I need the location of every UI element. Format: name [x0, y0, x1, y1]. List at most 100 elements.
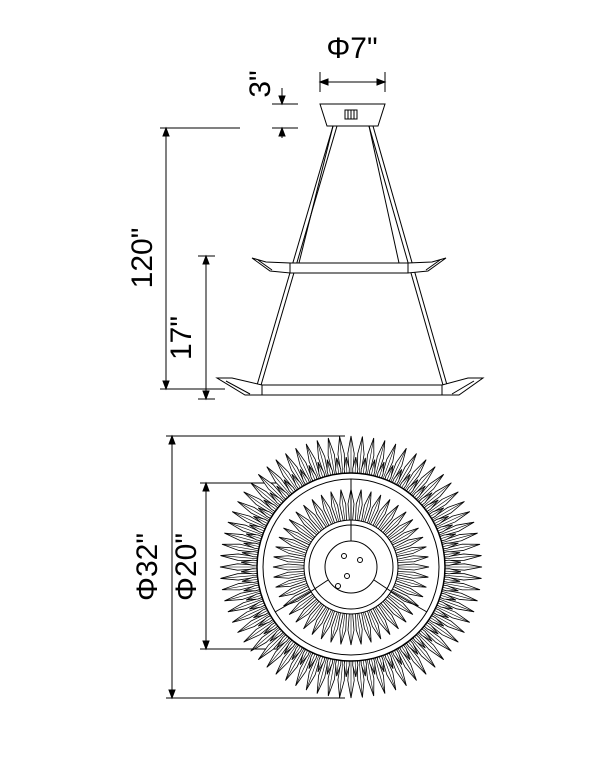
crystal-facet-line [358, 436, 363, 476]
crystal-facet-line [362, 610, 372, 643]
crystal-facet-line [237, 501, 272, 522]
crystal-facet-line [327, 437, 336, 477]
upper-ring-side [251, 125, 447, 274]
crystal-facet-line [275, 459, 299, 492]
crystal-facet-line [330, 491, 340, 524]
crystal-facet-line [382, 598, 407, 623]
crystal-facet-line [273, 556, 307, 562]
crystal-facet-line [434, 605, 470, 623]
crystal-facet-line [362, 491, 372, 524]
crystal-facet-line [305, 653, 320, 691]
crystal-facet-line [442, 574, 482, 579]
crystal-facet-line [320, 608, 335, 640]
crystal-facet-line [409, 637, 436, 668]
crystal-facet-line [403, 642, 427, 675]
crystal-facet-line [288, 519, 316, 540]
crystal-facet-line [220, 555, 260, 560]
crystal-facet-line [295, 511, 320, 536]
crystal-facet-line [366, 657, 375, 697]
crystal-facet-line [382, 443, 397, 481]
crystal-facet-line [221, 543, 261, 552]
crystal-facet-line [330, 610, 340, 643]
crystal-facet-line [441, 543, 481, 552]
crystal-facet-line [415, 631, 444, 660]
crystal-facet-line [403, 459, 427, 492]
canopy [319, 103, 386, 127]
crystal-facet-line [316, 655, 328, 694]
outer-diameter-label: Φ32" [131, 533, 164, 601]
crystal-facet-line [367, 608, 382, 640]
crystal-facet-line [288, 594, 316, 615]
canopy-diameter-dimension [318, 72, 387, 92]
crystal-facet-line [426, 491, 459, 515]
crystal-facet-line [250, 482, 281, 509]
crystal-facet-line [358, 658, 363, 698]
crystal-facet-line [243, 619, 276, 643]
support-arms [274, 479, 428, 613]
crystal-facet-line [421, 625, 452, 652]
crystal-facet-line [437, 598, 475, 613]
crystal-facet-line [389, 448, 407, 484]
crystal-facet-line [311, 605, 329, 635]
crystal-facet-line [295, 598, 320, 623]
crystal-facet-line [439, 532, 478, 544]
center-hub [309, 520, 393, 594]
crystal-facet-line [382, 653, 397, 691]
crystal-facet-line [303, 602, 324, 630]
crystal-facet-line [224, 590, 263, 602]
crystal-facet-line [237, 612, 272, 633]
crystal-facet-line [396, 453, 417, 488]
crystal-facet-line [434, 511, 470, 529]
crystal-facet-line [275, 578, 308, 588]
crystal-facet-line [339, 436, 344, 476]
crystal-facet-line [366, 437, 375, 477]
outer-diameter-dimension [166, 434, 345, 700]
crystal-facet-line [356, 611, 362, 645]
crystal-facet-line [283, 527, 313, 545]
crystal-facet-line [439, 590, 478, 602]
crystal-facet-line [382, 511, 407, 536]
crystal-facet-line [227, 521, 265, 536]
inner-diameter-label: Φ20" [170, 533, 203, 601]
crystal-facet-line [394, 546, 427, 556]
crystal-facet-line [327, 657, 336, 697]
overall-height-dimension [160, 126, 240, 391]
crystal-facet-line [258, 631, 287, 660]
crystal-facet-line [367, 494, 382, 526]
crystal-facet-line [250, 625, 281, 652]
crystal-facet-line [220, 574, 260, 579]
crystal-facet-line [227, 598, 265, 613]
crystal-facet-line [389, 650, 407, 686]
crystal-facet-line [275, 642, 299, 675]
crystal-facet-line [396, 646, 417, 681]
crystal-facet-line [275, 546, 308, 556]
crystal-facet-line [303, 504, 324, 532]
crystal-facet-line [378, 602, 399, 630]
crystal-facet-line [374, 440, 386, 479]
crystal-facet-line [392, 583, 424, 598]
crystal-facet-line [430, 501, 465, 522]
overall-height-label: 120" [126, 228, 159, 289]
crystal-facet-line [305, 443, 320, 481]
crystal-facet-line [395, 556, 429, 562]
crystal-facet-line [340, 489, 346, 523]
crystal-facet-line [386, 519, 414, 540]
crystal-facet-line [356, 489, 362, 523]
crystal-facet-line [395, 572, 429, 578]
middle-crystal-fringe [272, 488, 430, 646]
lower-ring-side [215, 377, 485, 396]
crystal-facet-line [283, 589, 313, 607]
crystal-facet-line [340, 611, 346, 645]
crystal-facet-line [278, 536, 310, 551]
crystal-facet-line [392, 536, 424, 551]
crystal-facet-line [232, 511, 268, 529]
crystal-facet-line [285, 453, 306, 488]
top-view [166, 434, 483, 700]
crystal-facet-line [373, 499, 391, 529]
crystal-facet-line [374, 655, 386, 694]
crystal-facet-line [430, 612, 465, 633]
crystal-facet-line [389, 589, 419, 607]
crystal-facet-line [258, 474, 287, 503]
crystal-facet-line [442, 555, 482, 560]
